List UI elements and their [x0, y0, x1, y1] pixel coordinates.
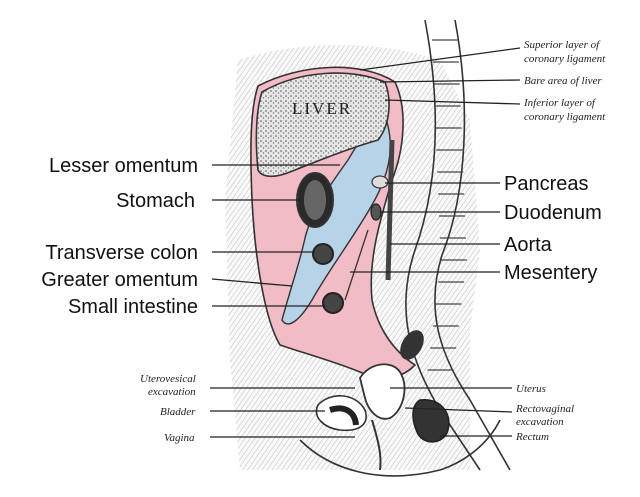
label-mesentery: Mesentery — [504, 262, 597, 284]
uterus — [359, 363, 406, 420]
label-bare-area: Bare area of liver — [524, 75, 602, 87]
aorta — [385, 139, 395, 281]
left-leaders — [211, 164, 340, 307]
label-vagina: Vagina — [164, 432, 195, 444]
label-inferior-coronary-1: Inferior layer of — [523, 97, 597, 109]
small-intestine — [322, 292, 344, 314]
vertebral-column — [405, 19, 511, 471]
mesentery — [344, 229, 369, 301]
label-duodenum: Duodenum — [504, 202, 602, 224]
pelvic-floor — [299, 419, 501, 477]
label-stomach: Stomach — [116, 190, 195, 212]
stomach-lumen — [304, 180, 326, 220]
label-uterus: Uterus — [516, 383, 546, 395]
label-rectovaginal-2: excavation — [516, 416, 564, 428]
sigmoid-colon — [400, 330, 424, 360]
label-lesser-omentum: Lesser omentum — [49, 155, 198, 177]
top-right-leaders — [359, 47, 521, 105]
label-pancreas: Pancreas — [504, 173, 589, 195]
omental-bursa — [281, 106, 391, 325]
label-superior-coronary-2: coronary ligament — [524, 53, 606, 65]
label-uterovesical-2: excavation — [148, 386, 196, 398]
label-rectum: Rectum — [515, 431, 549, 443]
transverse-colon — [312, 243, 334, 265]
label-inferior-coronary-2: coronary ligament — [524, 111, 606, 123]
label-greater-omentum: Greater omentum — [41, 269, 198, 291]
bladder-wall — [329, 405, 359, 426]
label-bladder: Bladder — [160, 406, 196, 418]
liver-label: LIVER — [292, 99, 352, 118]
label-rectovaginal-1: Rectovaginal — [515, 403, 574, 415]
vagina — [371, 419, 382, 471]
duodenum — [370, 203, 382, 221]
label-small-intestine: Small intestine — [68, 296, 198, 318]
label-aorta: Aorta — [504, 234, 553, 256]
bottom-leaders — [210, 387, 513, 438]
rectum — [412, 399, 450, 443]
label-uterovesical-1: Uterovesical — [140, 373, 196, 385]
right-leaders — [350, 182, 500, 273]
label-superior-coronary-1: Superior layer of — [524, 39, 601, 51]
pancreas — [371, 175, 389, 189]
label-transverse-colon: Transverse colon — [45, 242, 198, 264]
